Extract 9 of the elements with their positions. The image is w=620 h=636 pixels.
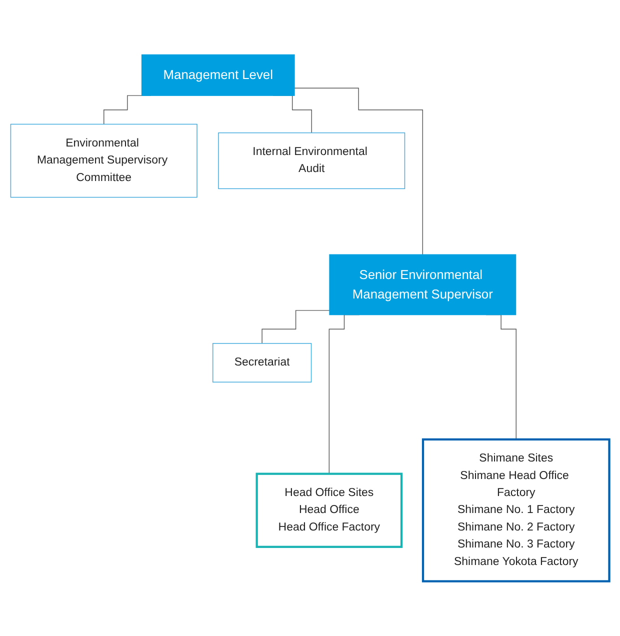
connector (262, 310, 330, 344)
node-box: Internal Environmental Audit (218, 132, 406, 190)
node-box: Environmental Management Supervisory Committee (10, 124, 198, 198)
connector (294, 88, 424, 255)
node-box: Secretariat (212, 343, 312, 382)
node-box: Senior Environmental Management Supervisor (329, 254, 516, 316)
node-box: Management Level (141, 54, 295, 96)
node-box: Head Office Sites Head Office Head Office Factory (256, 472, 403, 548)
node-box: Shimane Sites Shimane Head Office Factory Shimane No. 1 Factory Shimane No. 2 Factory Shimane No. 3 Factory Shimane Yokota Factory (422, 438, 610, 582)
